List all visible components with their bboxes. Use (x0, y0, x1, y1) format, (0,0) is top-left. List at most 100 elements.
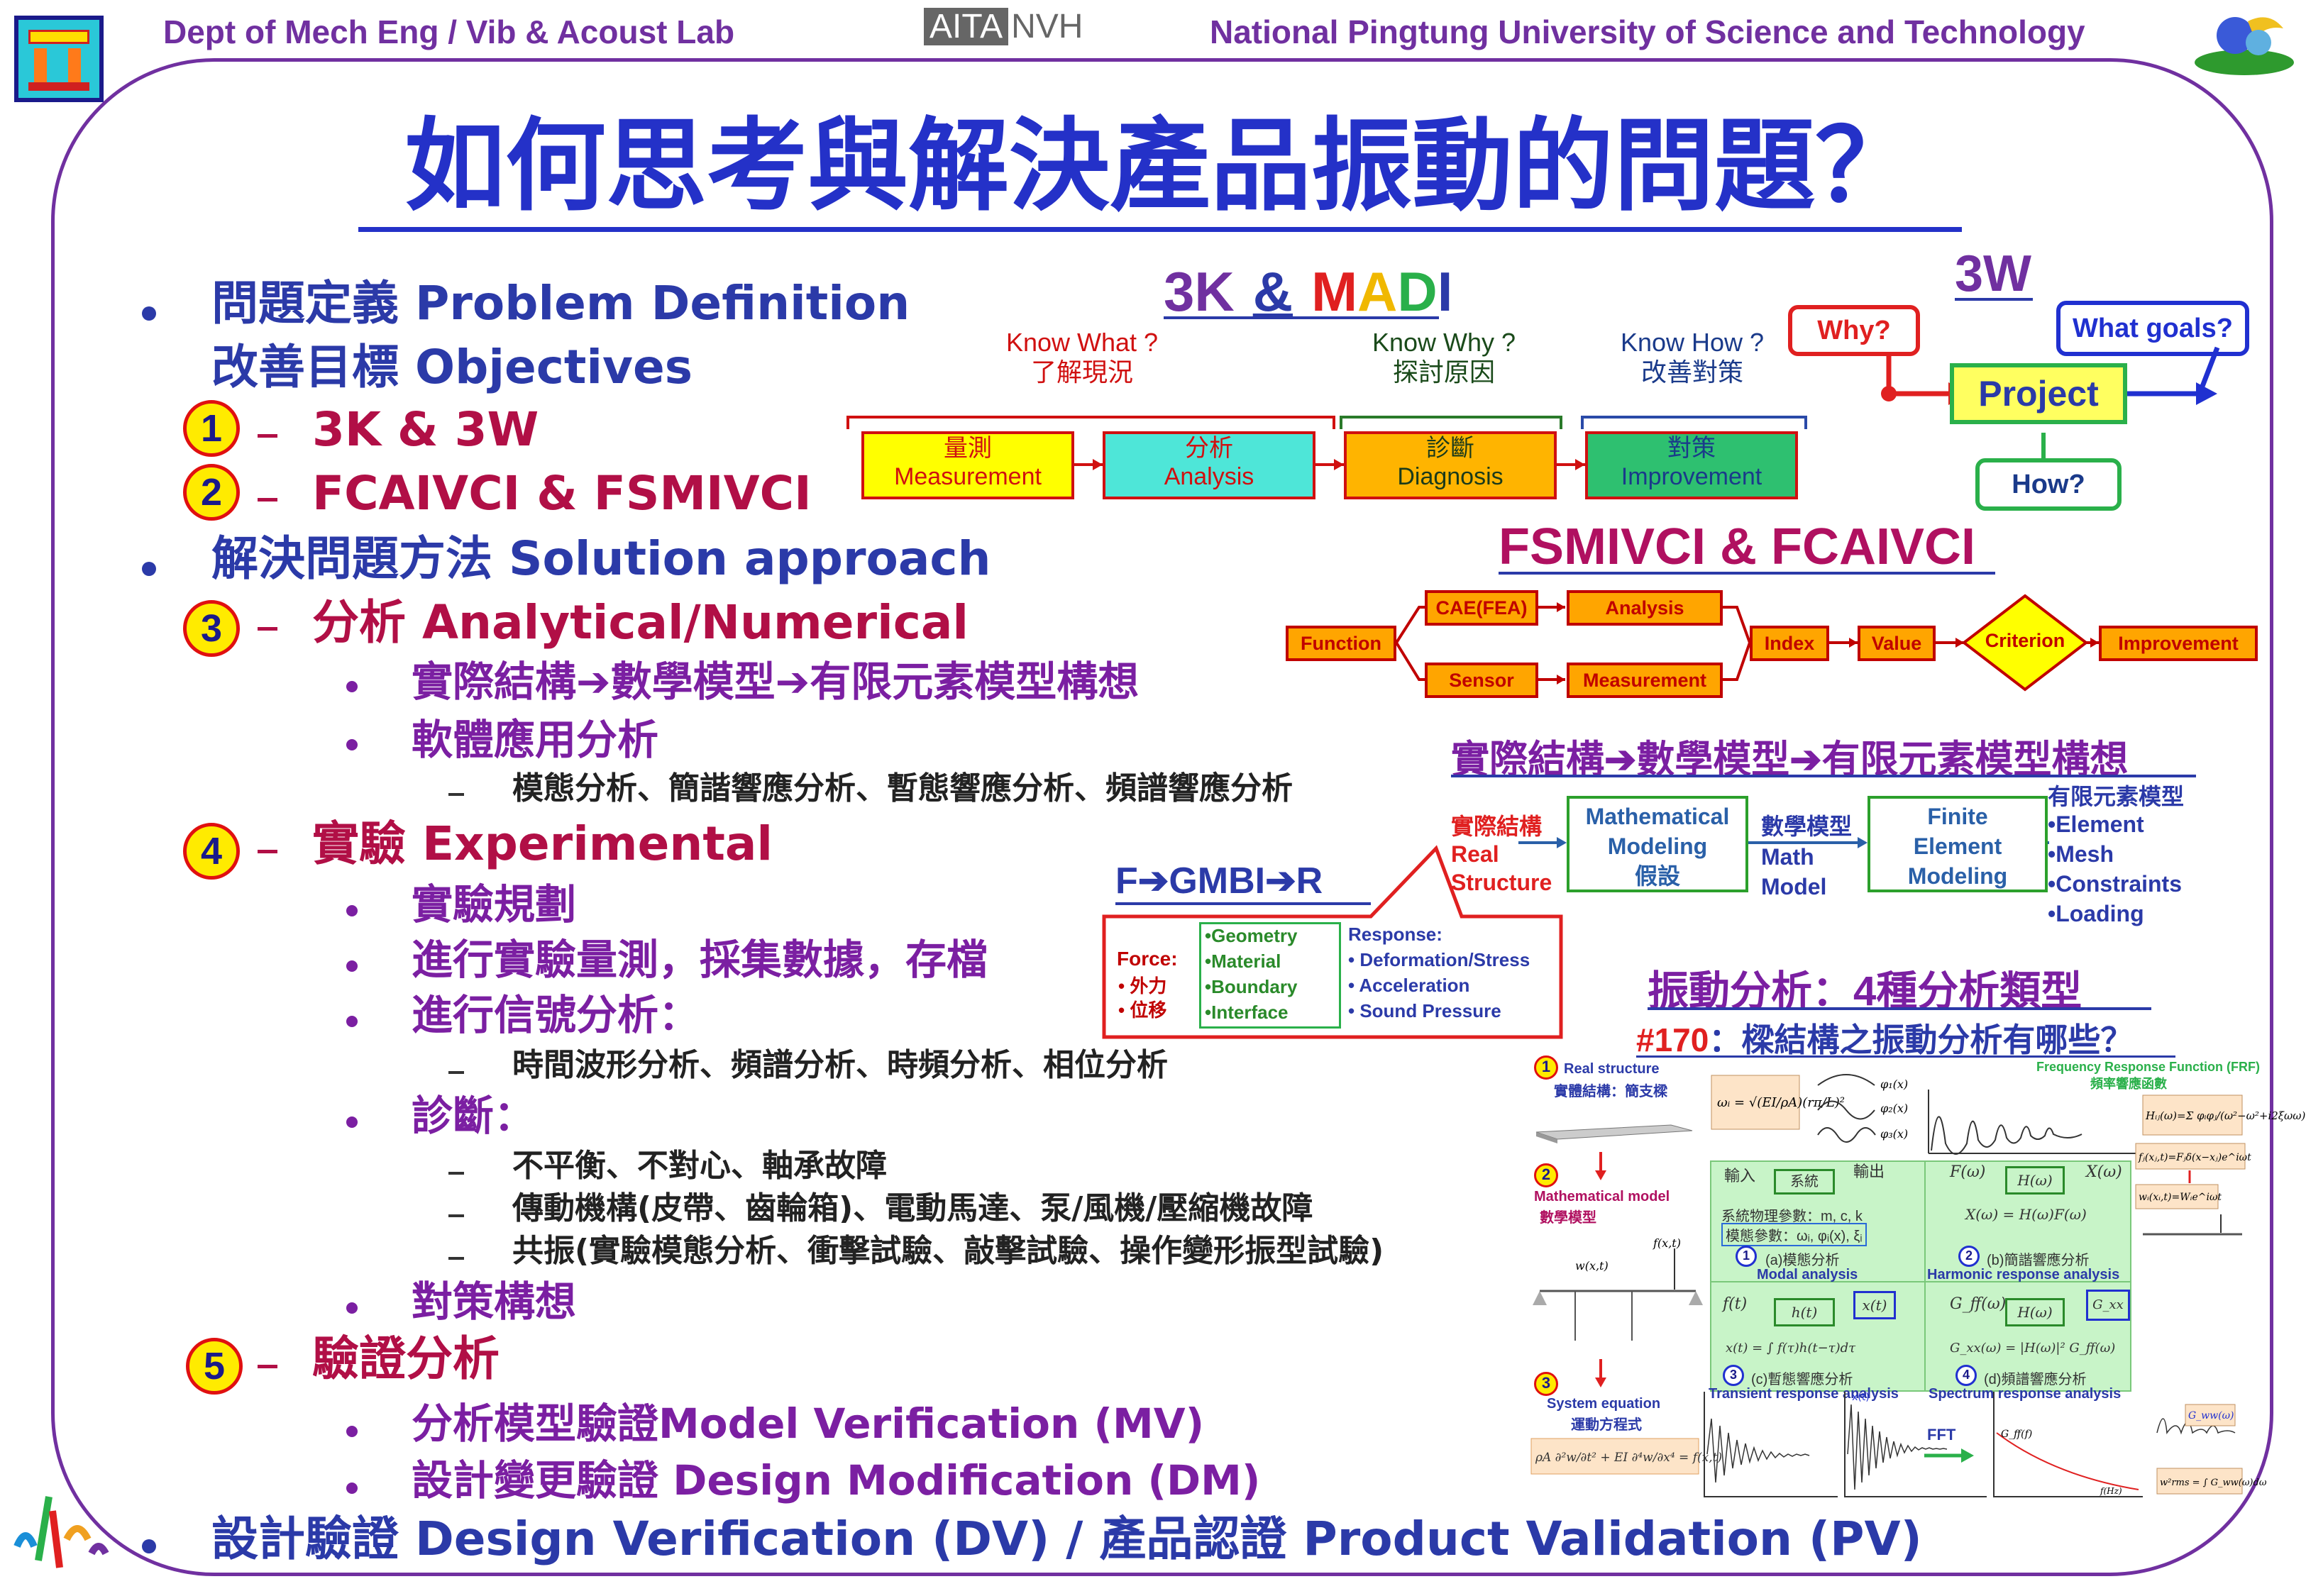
title-underline (358, 227, 1962, 232)
vib-harmonic-input: F(ω) (1950, 1163, 1986, 1181)
down-arrow-icon (1595, 1359, 1606, 1387)
vib-transient-zh: (c)暫態響應分析 (1751, 1372, 1853, 1387)
svg-text:fⱼ(xⱼ,t)=Fⱼδ(x−xⱼ)e^iωt: fⱼ(xⱼ,t)=Fⱼδ(x−xⱼ)e^iωt (2138, 1152, 2251, 1163)
outline-fcaivci: FCAIVCI & FSMIVCI (312, 466, 812, 521)
vib-spectrum-output: G_xx (2086, 1290, 2130, 1321)
vib-system-box: 系統 (1774, 1169, 1835, 1195)
outline-design-validation: 設計驗證 Design Verification (DV) / 產品認證 Pro… (211, 1512, 1922, 1566)
fgmbi-interface: •Interface (1205, 1002, 1289, 1023)
vib-real-structure-zh: 實體結構：簡支樑 (1554, 1084, 1667, 1099)
vib-spectrum-input: G_ff(ω) (1950, 1295, 2007, 1313)
outline-objectives: 改善目標 Objectives (211, 340, 693, 394)
vib-analysis-panel (1710, 1160, 2131, 1392)
fsm-improvement: Improvement (2099, 626, 2258, 661)
fsm-title-underline (1499, 572, 1995, 575)
lab-logo (14, 16, 104, 102)
math-model-en2: Model (1761, 874, 1827, 899)
fsm-index: Index (1750, 626, 1829, 661)
k3-title: 3K&MADI (1164, 260, 1453, 323)
fem-mesh: •Mesh (2048, 841, 2114, 867)
vib-quad-1: 1 (1736, 1246, 1757, 1267)
beam-icon (1535, 1124, 1693, 1143)
bullet-dot (346, 905, 358, 916)
vib-spectrum-eq: G_xx(ω) = |H(ω)|² G_ff(ω) (1950, 1341, 2116, 1356)
dash (258, 627, 277, 631)
outline-verification: 驗證分析 (312, 1331, 500, 1386)
outline-signal-types: 時間波形分析、頻譜分析、時頻分析、相位分析 (512, 1047, 1168, 1083)
vib-real-structure-en: Real structure (1564, 1061, 1660, 1077)
vib-frf-zh: 頻率響應函數 (2090, 1077, 2167, 1091)
vib-spectrum-system: H(ω) (2005, 1298, 2065, 1326)
down-arrow-icon (1595, 1152, 1606, 1180)
bullet-dot (346, 960, 358, 972)
svg-text:ρA ∂²w/∂t² + EI ∂⁴w/∂x⁴ = f(x,: ρA ∂²w/∂t² + EI ∂⁴w/∂x⁴ = f(x,t) (1535, 1451, 1722, 1465)
number-badge-5: 5 (186, 1338, 243, 1395)
vib-panel-divider-v (1924, 1160, 1926, 1392)
bullet-dot (142, 562, 156, 576)
outline-problem-definition: 問題定義 Problem Definition (211, 276, 910, 331)
outline-diag-2: 傳動機構(皮帶、齒輪箱)、電動馬達、泵/風機/壓縮機故障 (512, 1190, 1313, 1226)
w3-project-box: Project (1950, 363, 2127, 424)
vib-spectrum-zh: (d)頻譜響應分析 (1984, 1372, 2087, 1387)
fgmbi-response-1: • Deformation/Stress (1348, 949, 1530, 970)
fem-loading: •Loading (2048, 901, 2144, 926)
fem-element: •Element (2048, 811, 2144, 837)
vib-quad-4: 4 (1955, 1365, 1977, 1386)
real-structure-en2: Structure (1451, 870, 1552, 895)
slide-frame (51, 58, 2273, 1576)
header-right: National Pingtung University of Science … (1210, 13, 2085, 50)
model-chain-title: 實際結構➔數學模型➔有限元素模型構想 (1451, 738, 2129, 781)
svg-text:wᵢ(xᵢ,t)=Wᵢe^iωt: wᵢ(xᵢ,t)=Wᵢe^iωt (2139, 1192, 2222, 1203)
fsm-measurement: Measurement (1567, 663, 1723, 698)
svg-text:ωᵢ = √(EI/ρA)(rπ/L)²: ωᵢ = √(EI/ρA)(rπ/L)² (1717, 1095, 1845, 1110)
fsm-title: FSMIVCI & FCAIVCI (1499, 519, 1976, 575)
vib-subtitle-underline (1636, 1055, 2175, 1058)
dash (448, 1172, 464, 1175)
w3-what-box: What goals? (2056, 301, 2249, 356)
bullet-dot (346, 739, 358, 750)
number-badge-1: 1 (183, 400, 240, 457)
outline-solution-approach: 解決問題方法 Solution approach (211, 531, 991, 586)
outline-countermeasure: 對策構想 (412, 1278, 577, 1326)
vib-panel-divider-h (1710, 1281, 2131, 1282)
know-why-label: Know Why ?探討原因 (1372, 328, 1516, 387)
outline-analytical: 分析 Analytical/Numerical (312, 595, 969, 650)
real-structure-en1: Real (1451, 841, 1499, 867)
fsm-function: Function (1286, 626, 1396, 661)
math-model-en1: Math (1761, 844, 1814, 870)
dash (448, 1257, 464, 1260)
vib-params-modal: 模態參數：ωᵢ, φᵢ(x), ξᵢ (1721, 1223, 1867, 1246)
vib-subtitle: #170：樑結構之振動分析有哪些？ (1636, 1021, 2134, 1058)
mode-shapes-icon: ωᵢ = √(EI/ρA)(rπ/L)² φ₁(x) φ₂(x) φ₃(x) (1711, 1074, 1908, 1143)
know-how-label: Know How ?改善對策 (1620, 328, 1765, 387)
vib-system-equation-zh: 運動方程式 (1571, 1417, 1642, 1433)
fgmbi-response: Response: (1348, 924, 1442, 945)
fgmbi-force: Force: (1117, 948, 1178, 970)
w3-why-box: Why? (1788, 305, 1920, 356)
bullet-dot (346, 1016, 358, 1027)
real-structure-zh: 實際結構 (1451, 814, 1543, 839)
outline-diagnosis: 診斷： (412, 1092, 536, 1140)
svg-text:w(x,t): w(x,t) (1575, 1259, 1609, 1273)
outline-exp-measurement: 進行實驗量測，採集數據，存檔 (412, 936, 988, 984)
fgmbi-geometry: •Geometry (1205, 925, 1298, 946)
outline-3k-3w: 3K & 3W (312, 402, 539, 457)
vib-transient-output: x(t) (1853, 1291, 1896, 1319)
bullet-dot (346, 1116, 358, 1128)
brand-nvh: NVH (1011, 8, 1083, 45)
outline-analysis-types: 模態分析、簡諧響應分析、暫態響應分析、頻譜響應分析 (512, 770, 1293, 807)
vib-spectrum-en: Spectrum response analysis (1929, 1386, 2122, 1402)
svg-text:x(t): x(t) (1852, 1392, 1870, 1403)
fgmbi-response-2: • Acceleration (1348, 975, 1470, 996)
harmonic-load-icon: fⱼ(xⱼ,t)=Fⱼδ(x−xⱼ)e^iωt wᵢ(xᵢ,t)=Wᵢe^iωt (2135, 1143, 2251, 1236)
vib-harmonic-system: H(ω) (2005, 1166, 2065, 1195)
svg-text:Hᵢⱼ(ω)=Σ φᵢφⱼ/(ω²−ω²+i2ξωω): Hᵢⱼ(ω)=Σ φᵢφⱼ/(ω²−ω²+i2ξωω) (2145, 1109, 2306, 1122)
bullet-dot (346, 1426, 358, 1437)
w3-title: 3W (1955, 245, 2031, 302)
svg-text:f(x,t): f(x,t) (1653, 1236, 1681, 1250)
outline-model-verification: 分析模型驗證Model Verification (MV) (412, 1400, 1205, 1448)
